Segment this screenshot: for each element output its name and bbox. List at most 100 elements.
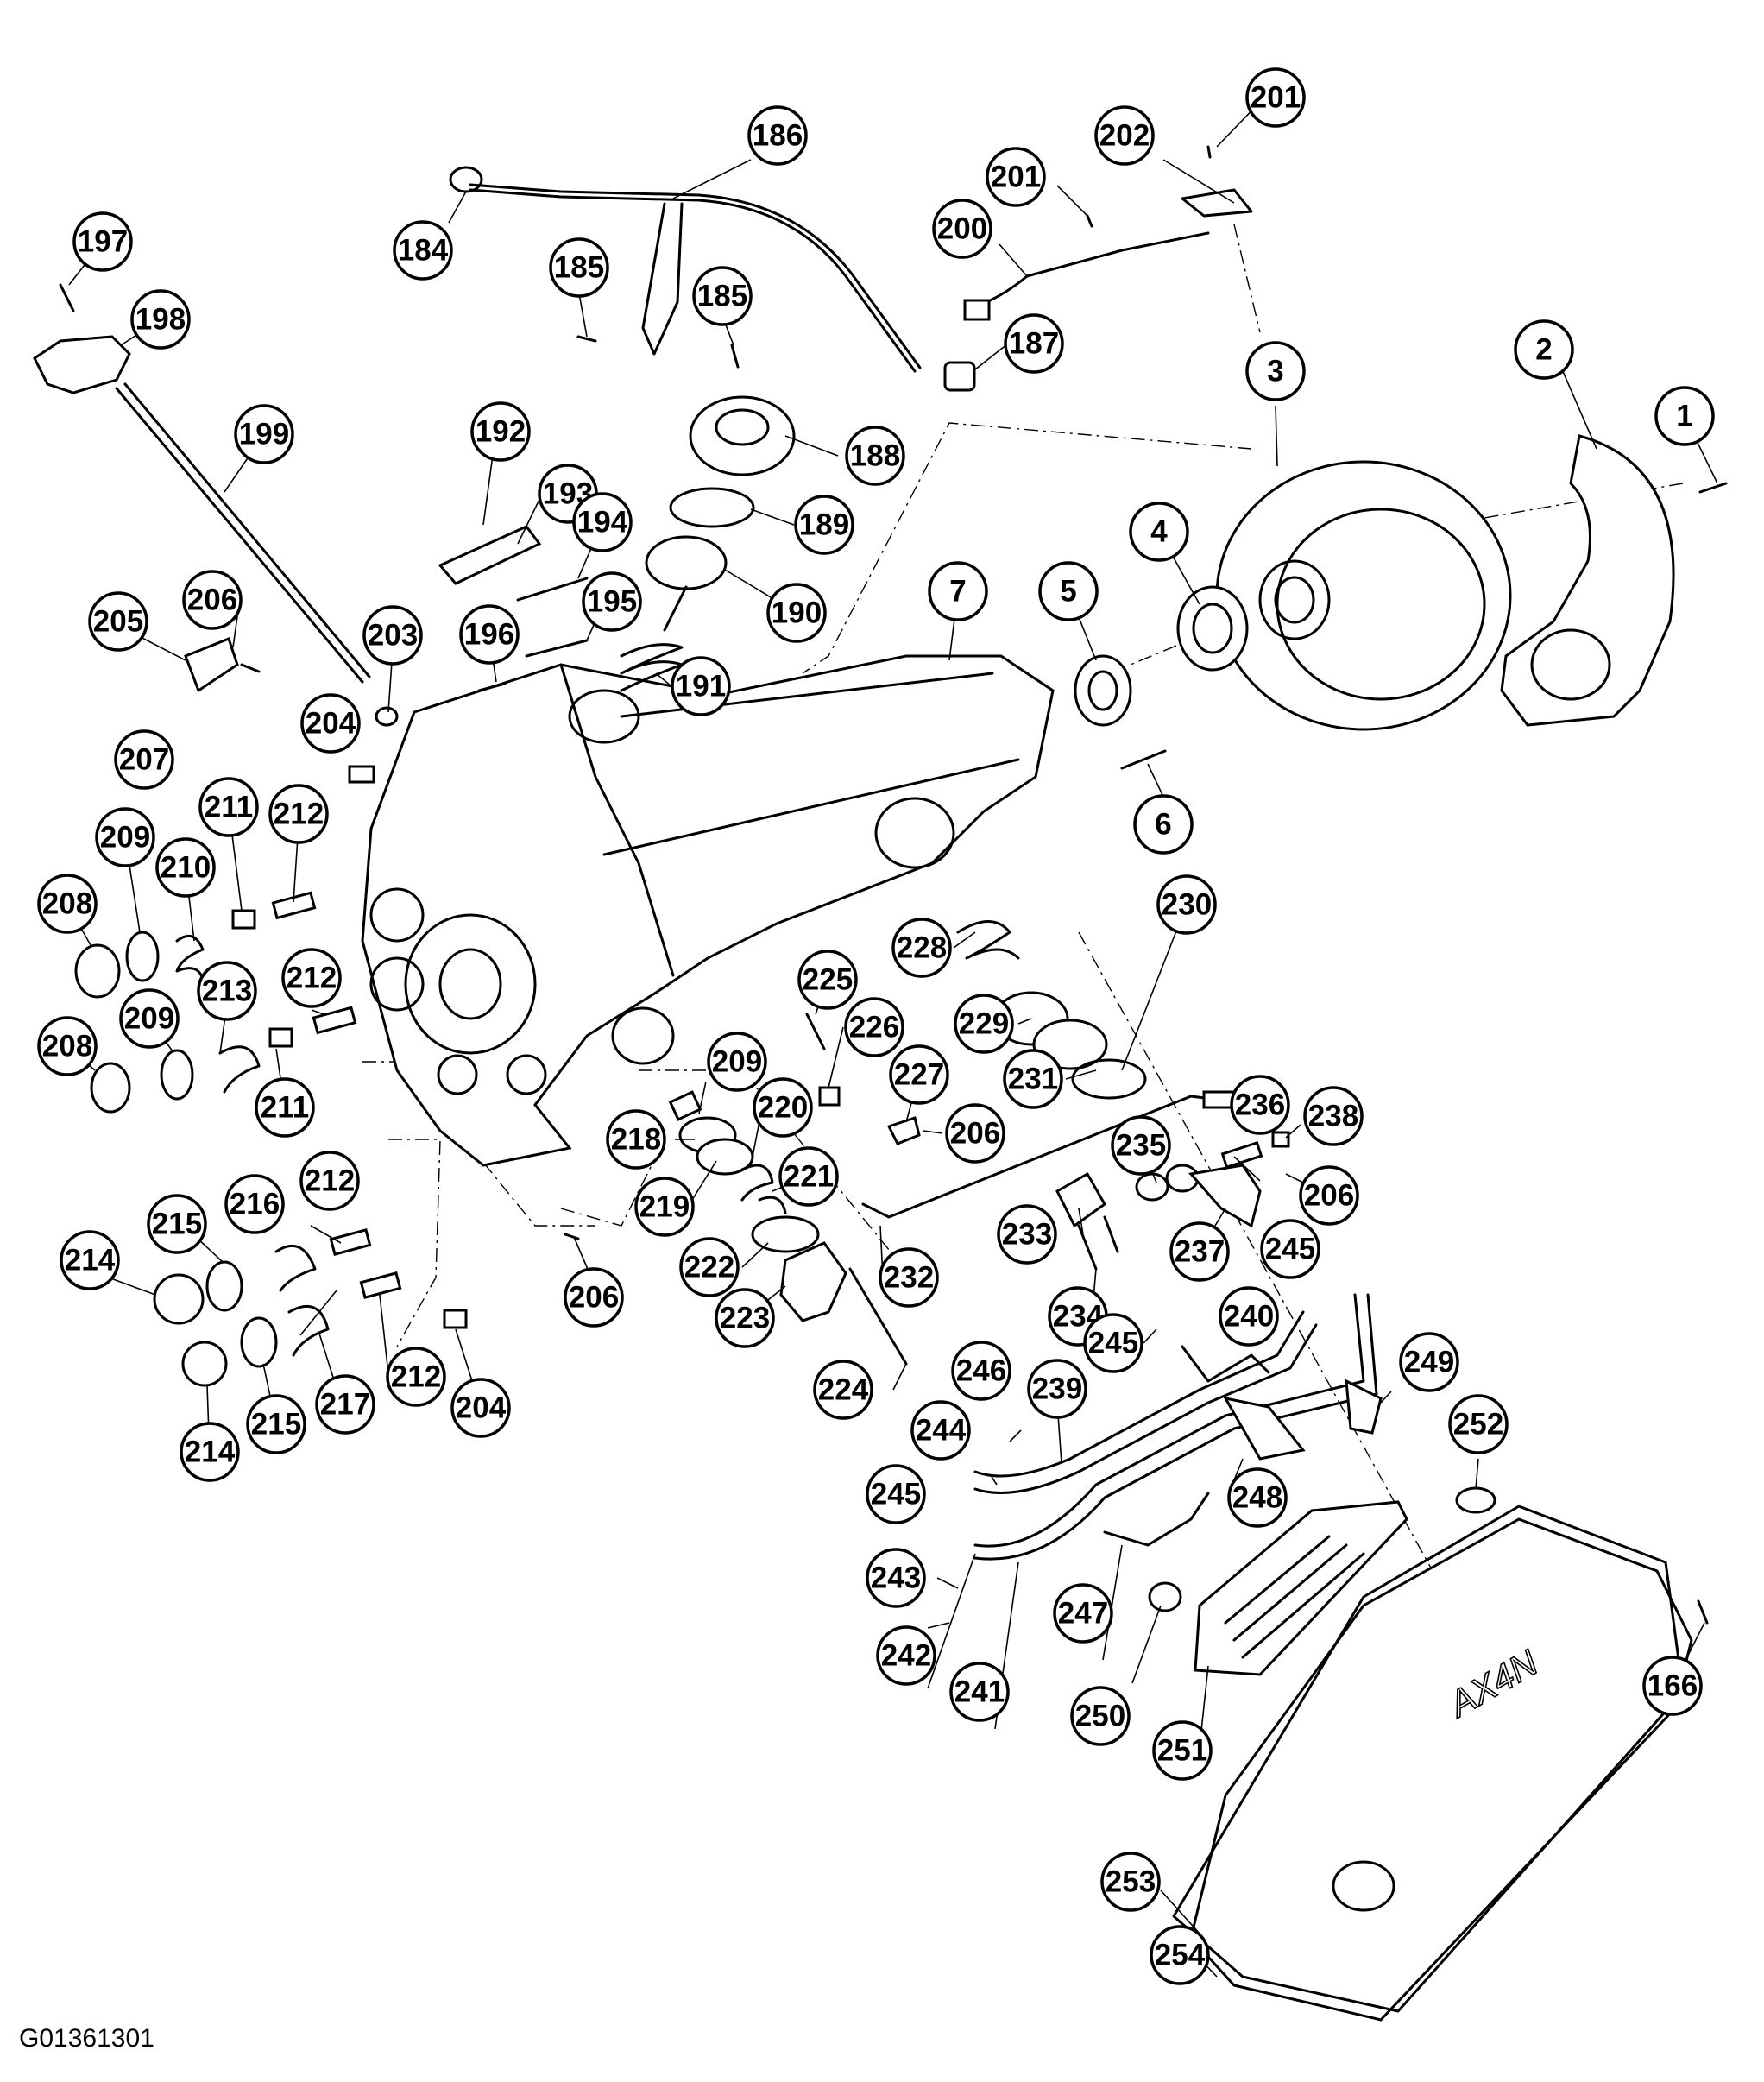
svg-text:206: 206 [569,1281,619,1315]
spring-191 [620,643,684,692]
svg-text:217: 217 [320,1388,370,1422]
svg-text:211: 211 [261,1091,309,1125]
callout-209: 209 [707,1032,767,1092]
svg-text:211: 211 [205,791,253,824]
callout-229: 229 [954,994,1014,1054]
callout-246: 246 [951,1341,1011,1401]
svg-text:195: 195 [587,585,637,619]
callout-239: 239 [1027,1359,1087,1419]
svg-text:221: 221 [784,1160,834,1194]
svg-text:196: 196 [464,618,514,652]
transaxle-case-7 [361,654,1055,1167]
callout-253: 253 [1100,1852,1161,1912]
piston-190 [645,535,728,632]
oil-pan-254: AX4N [1172,1505,1693,2022]
svg-text:204: 204 [456,1391,507,1425]
svg-text:242: 242 [881,1639,931,1673]
callout-206: 206 [182,570,243,630]
callout-249: 249 [1399,1332,1459,1392]
bracket-247-248-249 [1103,1379,1383,1547]
svg-text:185: 185 [697,280,747,313]
callout-238: 238 [1303,1086,1364,1146]
callout-254: 254 [1150,1925,1210,1985]
servo-group-218-224 [668,1090,908,1366]
callout-241: 241 [949,1662,1010,1722]
seal-5 [1074,654,1132,727]
callout-187: 187 [1004,313,1064,374]
callout-228: 228 [891,918,952,978]
svg-text:204: 204 [306,707,356,741]
svg-text:248: 248 [1232,1481,1282,1515]
callouts: 186 201 202 201 200 197 198 184 185 185 … [37,67,1715,1985]
svg-text:216: 216 [230,1188,280,1221]
callout-184: 184 [393,220,453,281]
bolts-194-195-196 [477,577,589,692]
svg-text:218: 218 [611,1123,661,1157]
svg-text:215: 215 [251,1408,301,1442]
svg-text:6: 6 [1155,808,1171,842]
svg-text:184: 184 [398,234,449,268]
callout-217: 217 [315,1374,375,1435]
callout-248: 248 [1227,1467,1288,1528]
callout-191: 191 [671,656,731,716]
callout-210: 210 [155,837,216,898]
svg-text:228: 228 [897,931,947,965]
callout-194: 194 [572,492,633,552]
svg-text:210: 210 [161,851,211,885]
svg-text:246: 246 [956,1354,1006,1388]
callout-206: 206 [1299,1165,1359,1226]
dust-shield-2 [1500,434,1675,727]
callout-204: 204 [300,693,361,754]
callout-251: 251 [1152,1720,1213,1781]
callout-245: 245 [1260,1219,1320,1279]
svg-text:192: 192 [476,415,526,449]
callout-242: 242 [876,1625,936,1686]
svg-text:7: 7 [949,575,966,609]
svg-text:215: 215 [152,1208,202,1241]
svg-text:1: 1 [1676,400,1692,433]
gasket-193 [438,525,542,585]
svg-text:229: 229 [959,1007,1009,1041]
callout-203: 203 [362,605,423,666]
svg-text:189: 189 [799,508,849,542]
callout-195: 195 [582,571,642,632]
callout-208: 208 [37,1016,98,1076]
svg-text:238: 238 [1308,1100,1358,1133]
callout-218: 218 [606,1109,666,1170]
callout-7: 7 [928,561,988,621]
grommet-250-252 [1148,1486,1496,1612]
callout-2: 2 [1514,319,1574,380]
callout-216: 216 [224,1174,285,1234]
callout-236: 236 [1230,1075,1290,1135]
svg-text:244: 244 [916,1414,967,1448]
svg-text:235: 235 [1116,1129,1166,1163]
callout-188: 188 [845,426,905,486]
callout-206: 206 [564,1267,624,1328]
svg-text:198: 198 [135,303,186,337]
callout-198: 198 [130,289,191,350]
dipstick-tube-186 [449,166,922,373]
svg-text:206: 206 [950,1117,1000,1151]
callout-237: 237 [1169,1221,1230,1282]
callout-192: 192 [470,401,531,462]
callout-244: 244 [910,1400,971,1461]
callout-5: 5 [1038,561,1099,621]
callout-166: 166 [1642,1656,1703,1716]
callout-185: 185 [549,237,609,298]
svg-text:200: 200 [937,212,987,246]
svg-text:240: 240 [1224,1300,1274,1334]
svg-text:252: 252 [1453,1408,1503,1442]
callout-231: 231 [1003,1049,1063,1109]
svg-text:201: 201 [1251,81,1301,115]
svg-text:207: 207 [119,743,169,777]
callout-202: 202 [1094,105,1155,166]
callout-197: 197 [72,211,133,272]
stud-6 [1120,749,1167,770]
small-bolts [59,145,1728,1625]
accumulator-lower-left-group [153,1228,468,1387]
svg-text:253: 253 [1106,1865,1156,1899]
svg-text:249: 249 [1404,1346,1454,1379]
callout-186: 186 [747,105,808,166]
svg-text:212: 212 [274,798,324,831]
callout-243: 243 [866,1548,926,1608]
